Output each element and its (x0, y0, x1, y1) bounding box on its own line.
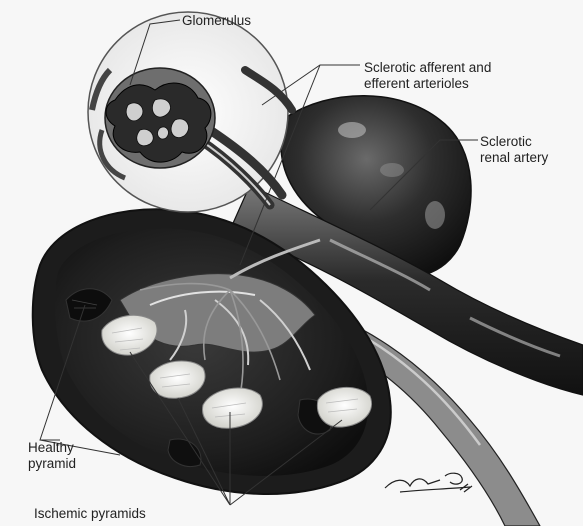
label-healthy-pyramid-line2: pyramid (28, 456, 76, 472)
artist-signature (385, 473, 472, 492)
label-sclerotic-arterioles-line2: efferent arterioles (364, 76, 491, 92)
label-ischemic-pyramids: Ischemic pyramids (34, 506, 146, 522)
label-sclerotic-arterioles-line1: Sclerotic afferent and (364, 60, 491, 76)
label-sclerotic-arterioles: Sclerotic afferent and efferent arteriol… (364, 60, 491, 92)
label-healthy-pyramid: Healthy pyramid (28, 440, 76, 472)
label-glomerulus: Glomerulus (182, 13, 251, 29)
label-sclerotic-renal-artery: Sclerotic renal artery (480, 134, 548, 166)
label-sclerotic-renal-artery-line2: renal artery (480, 150, 548, 166)
label-sclerotic-renal-artery-line1: Sclerotic (480, 134, 548, 150)
label-healthy-pyramid-line1: Healthy (28, 440, 76, 456)
glomerulus-magnified-view (88, 12, 292, 212)
